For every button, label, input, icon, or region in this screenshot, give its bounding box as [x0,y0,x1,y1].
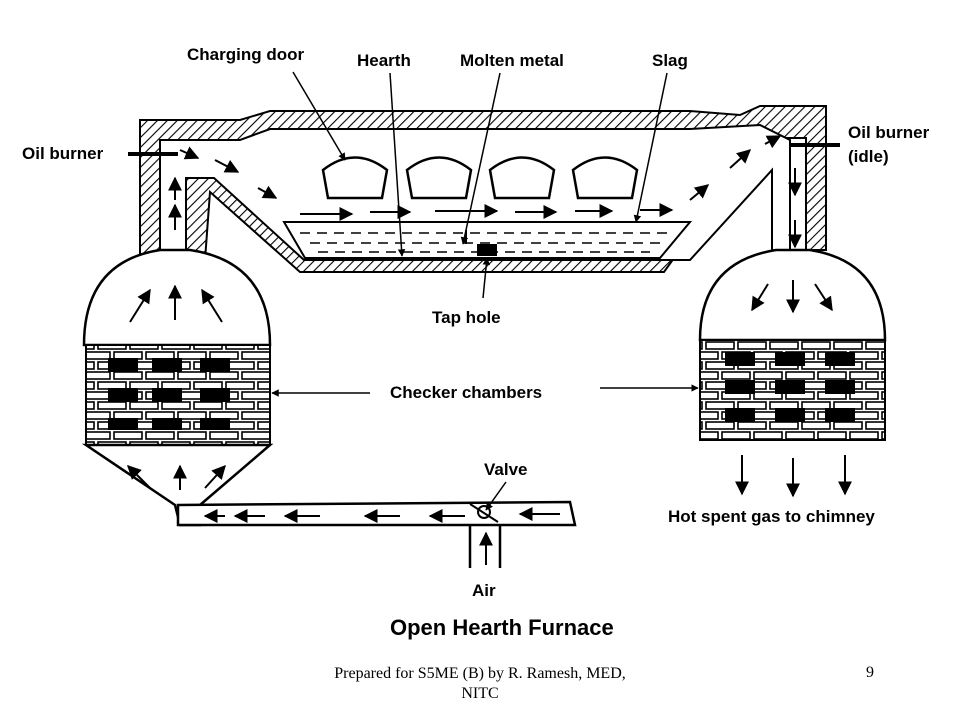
leader-lines [271,71,699,511]
label-exhaust: Hot spent gas to chimney [668,507,875,526]
charging-doors [321,156,639,200]
label-charging-door: Charging door [187,45,304,64]
diagram-title: Open Hearth Furnace [390,615,614,640]
gas-flow-arrows [168,135,802,249]
label-hearth: Hearth [357,51,411,70]
tap-hole [477,244,497,256]
label-molten-metal: Molten metal [460,51,564,70]
label-air: Air [472,581,496,600]
footer-credit: Prepared for S5ME (B) by R. Ramesh, MED,… [334,665,626,702]
label-oil-burner-right: Oil burner [848,123,930,142]
left-regenerator [81,248,274,527]
page-number: 9 [866,664,874,681]
label-valve: Valve [484,460,528,479]
label-oil-burner-left: Oil burner [22,144,104,163]
molten-metal [300,232,670,253]
hearth-basin [282,221,693,259]
air-duct [176,500,577,568]
right-regenerator [698,248,887,498]
label-oil-burner-right-idle: (idle) [848,147,889,166]
label-slag: Slag [652,51,688,70]
label-tap-hole: Tap hole [432,308,501,327]
label-checker-chambers: Checker chambers [390,383,542,402]
